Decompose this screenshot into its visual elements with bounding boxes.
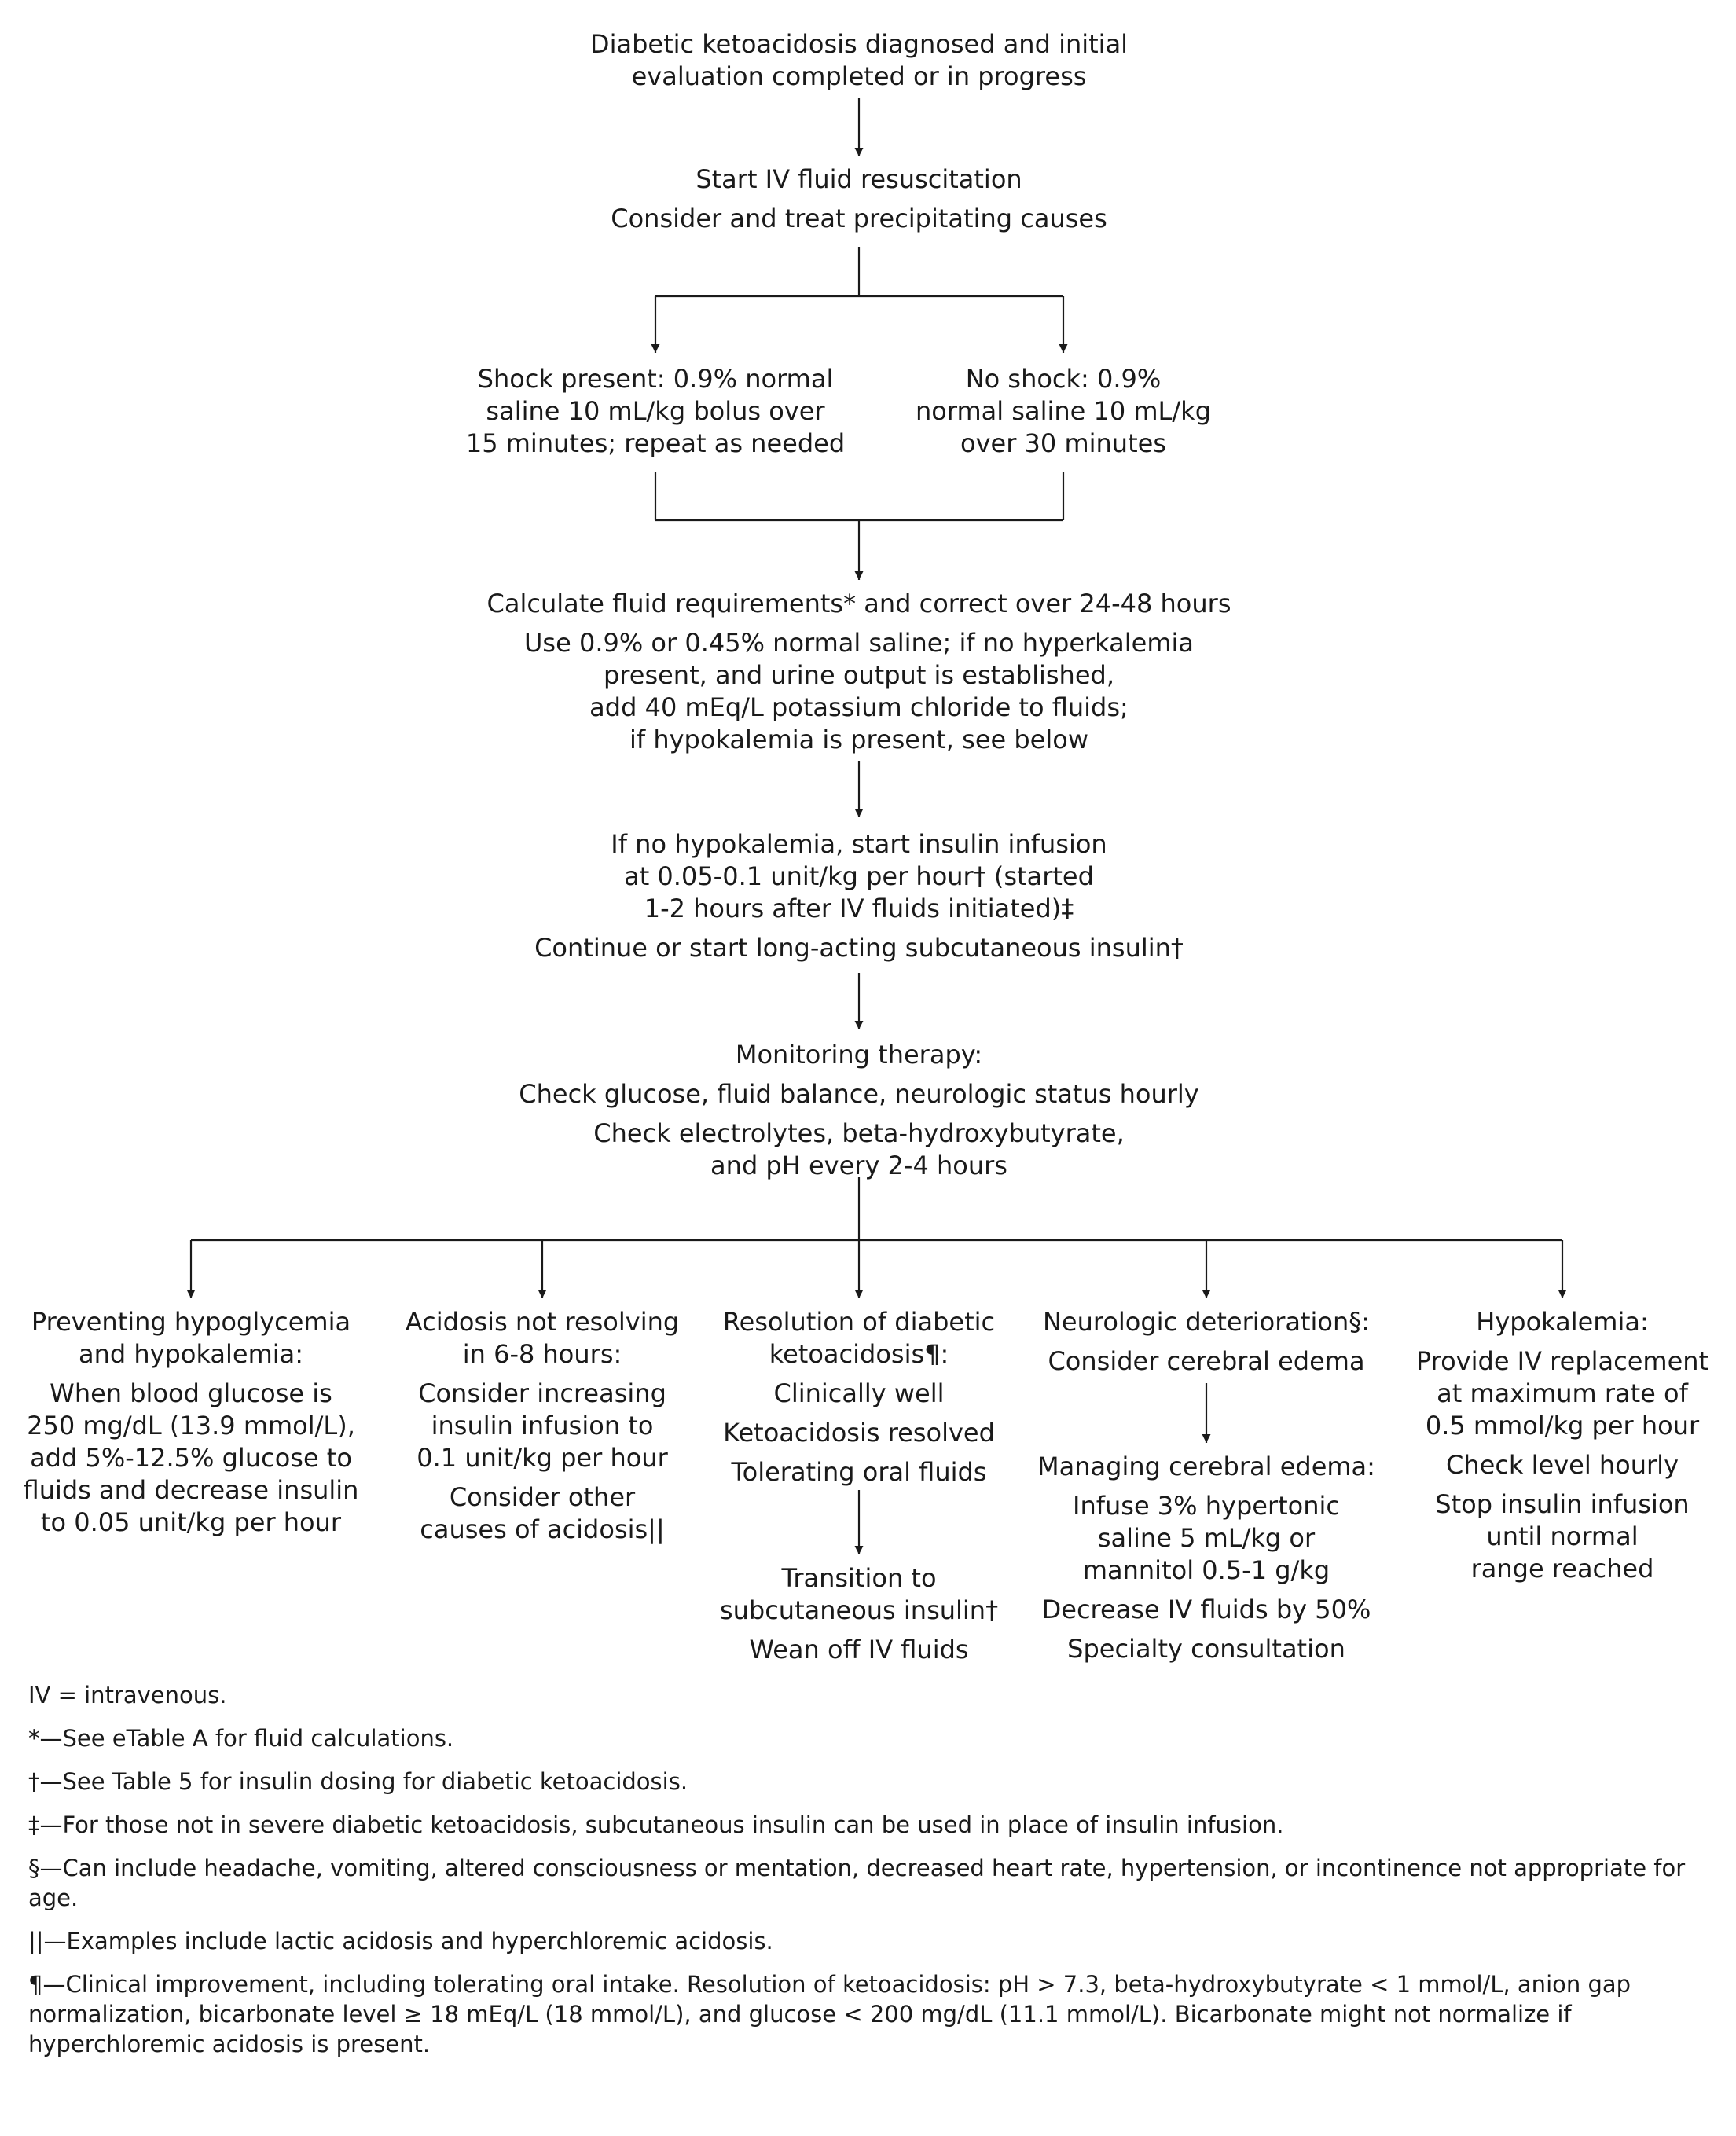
node-preventing-hypoglycemia: Preventing hypoglycemia and hypokalemia:…: [14, 1306, 368, 1539]
node-line: Check glucose, fluid balance, neurologic…: [519, 1079, 1199, 1109]
node-line: Use 0.9% or 0.45% normal saline; if no h…: [524, 628, 1194, 658]
node-line: add 5%-12.5% glucose to: [30, 1443, 352, 1473]
node-line: over 30 minutes: [960, 428, 1166, 458]
node-line: Consider and treat precipitating causes: [611, 204, 1107, 233]
node-line: Check electrolytes, beta-hydroxybutyrate…: [593, 1118, 1125, 1148]
node-line: Check level hourly: [1446, 1450, 1679, 1480]
footnote-dagger: †—See Table 5 for insulin dosing for dia…: [28, 1768, 688, 1795]
node-line: Stop insulin infusion: [1435, 1489, 1690, 1519]
node-line: Provide IV replacement: [1415, 1346, 1709, 1376]
node-line: 0.5 mmol/kg per hour: [1425, 1411, 1700, 1441]
node-line: at 0.05-0.1 unit/kg per hour† (started: [624, 861, 1094, 891]
node-insulin-infusion: If no hypokalemia, start insulin infusio…: [466, 828, 1252, 964]
node-line: Hypokalemia:: [1476, 1307, 1649, 1337]
node-line: Start IV fluid resuscitation: [696, 164, 1022, 194]
node-neurologic-deterioration: Neurologic deterioration§: Consider cere…: [1029, 1306, 1383, 1378]
footnote-asterisk: *—See eTable A for fluid calculations.: [28, 1725, 454, 1752]
node-line: Infuse 3% hypertonic: [1073, 1491, 1340, 1521]
node-managing-cerebral-edema: Managing cerebral edema: Infuse 3% hyper…: [1029, 1451, 1383, 1665]
footnote-double-dagger: ‡—For those not in severe diabetic ketoa…: [28, 1811, 1284, 1838]
node-monitoring-therapy: Monitoring therapy: Check glucose, fluid…: [466, 1039, 1252, 1182]
node-line: saline 5 mL/kg or: [1097, 1523, 1316, 1553]
footnote-pilcrow: ¶—Clinical improvement, including tolera…: [28, 1971, 1631, 2057]
node-line: 250 mg/dL (13.9 mmol/L),: [27, 1411, 355, 1441]
node-resolution-dka: Resolution of diabetic ketoacidosis¶: Cl…: [706, 1306, 1012, 1488]
node-line: Shock present: 0.9% normal: [477, 364, 834, 394]
node-line: Neurologic deterioration§:: [1042, 1307, 1371, 1337]
node-line: at maximum rate of: [1437, 1378, 1688, 1408]
node-acidosis-not-resolving: Acidosis not resolving in 6-8 hours: Con…: [385, 1306, 699, 1546]
footnotes: IV = intravenous. *—See eTable A for flu…: [28, 1680, 1710, 2072]
node-line: Consider cerebral edema: [1048, 1346, 1365, 1376]
node-line: to 0.05 unit/kg per hour: [40, 1507, 342, 1537]
node-fluid-requirements: Calculate fluid requirements* and correc…: [427, 588, 1291, 756]
footnote-iv: IV = intravenous.: [28, 1682, 227, 1708]
footnote-section: §—Can include headache, vomiting, altere…: [28, 1855, 1686, 1911]
node-line: causes of acidosis||: [420, 1514, 665, 1544]
node-line: Resolution of diabetic: [722, 1307, 996, 1337]
node-line: Ketoacidosis resolved: [723, 1418, 995, 1448]
node-fluid-resuscitation: Start IV fluid resuscitation Consider an…: [545, 163, 1173, 235]
node-line: 0.1 unit/kg per hour: [417, 1443, 668, 1473]
node-line: subcutaneous insulin†: [719, 1595, 999, 1625]
node-line: and pH every 2-4 hours: [710, 1151, 1007, 1180]
node-line: 1-2 hours after IV fluids initiated)‡: [644, 894, 1074, 923]
node-line: Diabetic ketoacidosis diagnosed and init…: [589, 29, 1129, 59]
node-line: Wean off IV fluids: [749, 1635, 969, 1664]
node-line: Continue or start long-acting subcutaneo…: [534, 933, 1184, 963]
node-line: Monitoring therapy:: [735, 1040, 983, 1070]
node-shock-present: Shock present: 0.9% normal saline 10 mL/…: [451, 363, 860, 460]
node-line: Clinically well: [773, 1378, 945, 1408]
node-line: normal saline 10 mL/kg: [915, 396, 1211, 426]
node-hypokalemia: Hypokalemia: Provide IV replacement at m…: [1397, 1306, 1727, 1585]
node-line: If no hypokalemia, start insulin infusio…: [611, 829, 1107, 859]
node-line: until normal: [1486, 1521, 1639, 1551]
node-line: add 40 mEq/L potassium chloride to fluid…: [589, 692, 1129, 722]
node-line: Tolerating oral fluids: [731, 1457, 987, 1487]
node-line: insulin infusion to: [431, 1411, 654, 1441]
node-line: 15 minutes; repeat as needed: [465, 428, 846, 458]
node-line: if hypokalemia is present, see below: [629, 725, 1088, 754]
node-line: Specialty consultation: [1067, 1634, 1345, 1664]
node-line: Managing cerebral edema:: [1037, 1452, 1375, 1481]
node-line: When blood glucose is: [50, 1378, 332, 1408]
footnote-double-bar: ||—Examples include lactic acidosis and …: [28, 1928, 773, 1954]
node-line: saline 10 mL/kg bolus over: [486, 396, 825, 426]
node-line: in 6-8 hours:: [462, 1339, 622, 1369]
node-line: and hypokalemia:: [78, 1339, 304, 1369]
node-line: ketoacidosis¶:: [769, 1339, 949, 1369]
node-line: Acidosis not resolving: [405, 1307, 680, 1337]
node-line: Consider increasing: [418, 1378, 666, 1408]
node-line: Calculate fluid requirements* and correc…: [486, 589, 1231, 618]
node-line: Decrease IV fluids by 50%: [1041, 1595, 1371, 1624]
node-dka-diagnosed: Diabetic ketoacidosis diagnosed and init…: [545, 28, 1173, 93]
node-line: Transition to: [781, 1563, 937, 1593]
node-line: range reached: [1470, 1554, 1654, 1584]
node-line: evaluation completed or in progress: [631, 61, 1087, 91]
node-no-shock: No shock: 0.9% normal saline 10 mL/kg ov…: [898, 363, 1228, 460]
node-line: present, and urine output is established…: [603, 660, 1114, 690]
node-line: mannitol 0.5-1 g/kg: [1082, 1555, 1330, 1585]
node-transition-subcutaneous: Transition to subcutaneous insulin† Wean…: [706, 1562, 1012, 1666]
node-line: Preventing hypoglycemia: [31, 1307, 351, 1337]
node-line: No shock: 0.9%: [965, 364, 1162, 394]
node-line: fluids and decrease insulin: [23, 1475, 359, 1505]
node-line: Consider other: [449, 1482, 636, 1512]
